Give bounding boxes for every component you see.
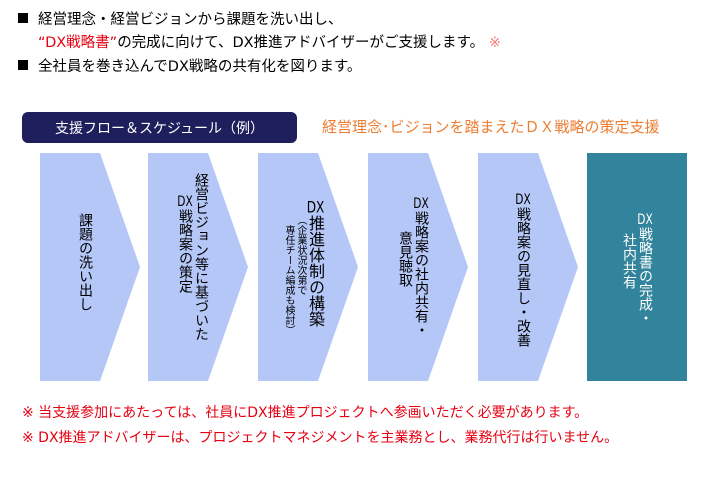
step-text: 戦略案の見直し・改善 [515,207,531,347]
dx-text: DX [306,199,325,215]
step-3: DX推進体制の構築 （企業状況次第で 専任チーム編成も検討） [258,153,358,381]
bullet-text: 全社員を巻き込んでDX戦略の共有化を図ります。 [38,59,362,75]
step-2: 経営ビジョン等に基づいた DX戦略案の策定 [148,153,248,381]
flow-label: 支援フロー＆スケジュール（例） [22,112,297,143]
dx-strategy-highlight: “DX戦略書” [38,35,118,51]
step-5: DX戦略案の見直し・改善 [478,153,578,381]
step-note: 専任チーム編成も検討） [283,225,294,335]
bullet-1-cont: “DX戦略書”の完成に向けて、DX推進アドバイザーがご支援します。 ※ [38,32,501,54]
square-bullet-icon [18,13,28,23]
dx-text: DX [177,195,193,209]
step-1: 課題の洗い出し [40,153,140,381]
bullet-1: 経営理念・経営ビジョンから課題を洗い出し、 [18,9,343,31]
flow-title: 経営理念･ビジョンを踏まえたＤＸ戦略の策定支援 [322,118,660,136]
bullet-text: 経営理念・経営ビジョンから課題を洗い出し、 [38,12,343,28]
footnote-2: ※ DX推進アドバイザーは、プロジェクトマネジメントを主業務とし、業務代行は行い… [22,430,619,446]
bullet-text: の完成に向けて、DX推進アドバイザーがご支援します。 [117,35,485,51]
bullet-2: 全社員を巻き込んでDX戦略の共有化を図ります。 [18,56,361,78]
step-4: DX戦略案の社内共有・ 意見聴取 [368,153,468,381]
square-bullet-icon [18,60,28,70]
step-text: 戦略書の完成・ [637,227,653,325]
note-mark: ※ [488,35,501,51]
dx-text: DX [637,213,653,227]
step-text: 経営ビジョン等に基づいた [193,173,209,341]
dx-text: DX [413,197,429,211]
step-text: 課題の洗い出し [77,213,93,311]
step-text: 戦略案の策定 [177,209,193,293]
step-text: 意見聴取 [397,231,413,287]
step-text: 社内共有 [621,233,637,289]
dx-text: DX [515,193,531,207]
footnote-1: ※ 当支援参加にあたっては、社員にDX推進プロジェクトへ参画いただく必要がありま… [22,405,589,421]
step-text: 戦略案の社内共有・ [413,211,429,337]
step-text: 推進体制の構築 [306,215,325,327]
step-6-final: DX戦略書の完成・ 社内共有 [587,153,687,381]
step-note: （企業状況次第で [295,215,306,295]
